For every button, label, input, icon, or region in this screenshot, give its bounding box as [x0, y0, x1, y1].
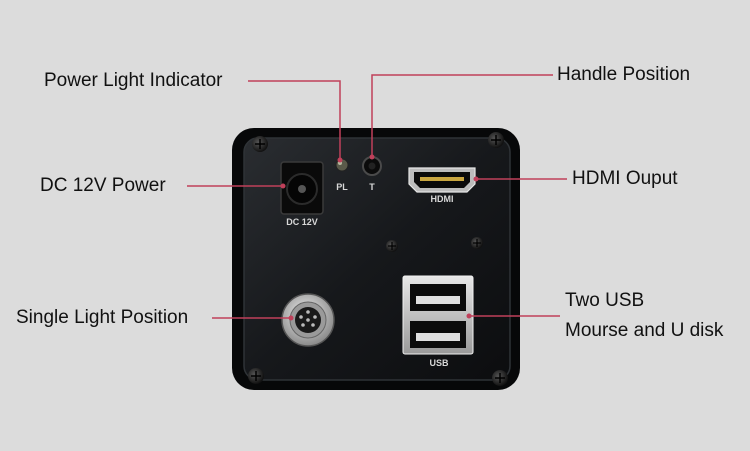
- leader-handle-position: [371, 74, 553, 157]
- leader-lines: [187, 74, 567, 319]
- corner-screw-top-right: [488, 132, 504, 148]
- usb-port-stack: [402, 275, 474, 355]
- callout-two-usb: Two USB Mourse and U disk: [565, 286, 723, 346]
- callout-power-light-indicator: Power Light Indicator: [44, 70, 223, 91]
- corner-screw-top-left: [252, 136, 268, 152]
- mount-screw-2: [471, 237, 483, 249]
- callout-usb-line-2: Mourse and U disk: [565, 320, 724, 341]
- leader-end-dots: [280, 154, 479, 321]
- dc-power-jack: [280, 161, 324, 215]
- handle-jack: [362, 156, 382, 176]
- leader-power-light: [248, 80, 341, 160]
- corner-screw-bottom-left: [248, 368, 264, 384]
- t-label: T: [369, 182, 375, 192]
- callout-handle-position: Handle Position: [557, 64, 691, 85]
- callout-hdmi-output: HDMI Ouput: [572, 168, 678, 189]
- dc-jack-label: DC 12V: [286, 217, 318, 227]
- mount-screw-1: [386, 240, 398, 252]
- pl-label: PL: [336, 182, 348, 192]
- light-connector: [281, 293, 335, 347]
- callout-dc-12v-power: DC 12V Power: [40, 175, 166, 196]
- usb-label: USB: [429, 358, 449, 368]
- callout-single-light-position: Single Light Position: [16, 307, 189, 328]
- hdmi-label: HDMI: [431, 194, 454, 204]
- hdmi-port: [408, 167, 476, 193]
- corner-screw-bottom-right: [492, 370, 508, 386]
- callout-usb-line-1: Two USB: [565, 290, 645, 311]
